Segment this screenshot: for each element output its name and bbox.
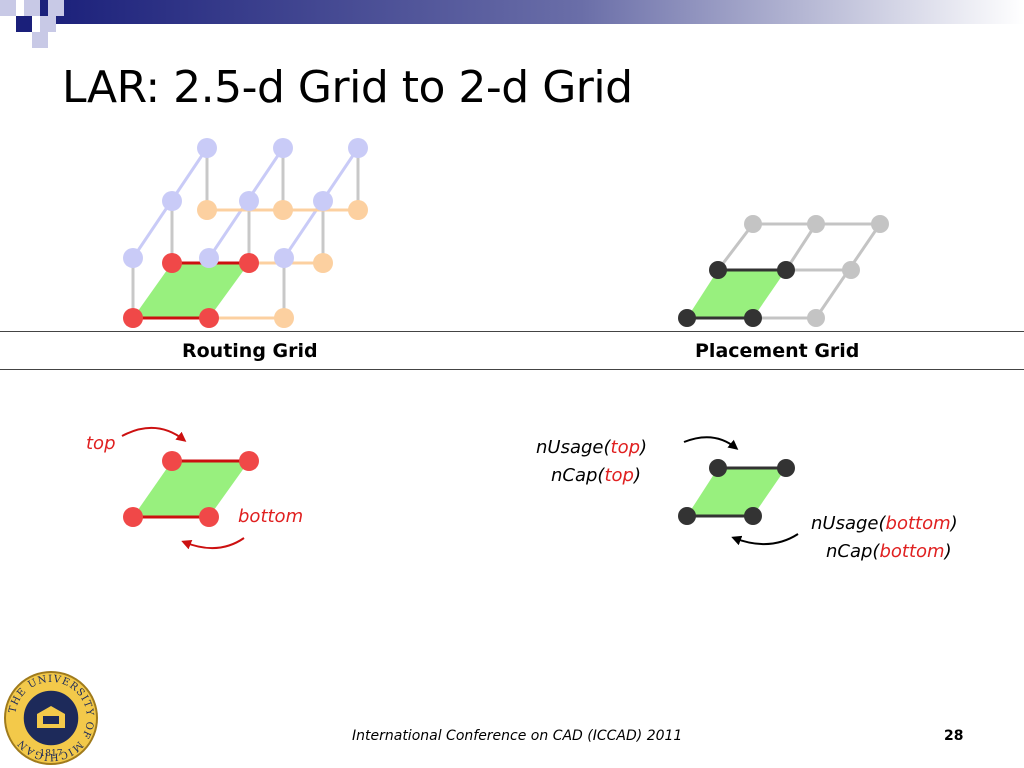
top-gradient-bar [0, 0, 1024, 48]
bottom-cap-arg: bottom [879, 541, 945, 562]
bottom-cap-label: nCap(bottom) [826, 541, 952, 562]
footer-conference: International Conference on CAD (ICCAD) … [352, 728, 683, 744]
routing-bottom-label: bottom [238, 506, 304, 527]
bottom-usage-label: nUsage(bottom) [811, 513, 958, 534]
bottom-usage-prefix: nUsage( [811, 513, 886, 534]
page-number: 28 [944, 728, 964, 744]
top-usage-suffix: ) [640, 437, 648, 458]
university-seal-logo: THE UNIVERSITY OF MICHIGAN 1817 [4, 671, 98, 765]
top-arrow [121, 426, 187, 442]
top-cap-suffix: ) [633, 465, 641, 486]
bottom-usage-arg: bottom [885, 513, 951, 534]
caption-bottom-rule [0, 369, 1024, 370]
placement-grid-caption: Placement Grid [695, 340, 860, 362]
routing-top-label: top [86, 433, 116, 454]
bottom-arrow [181, 537, 245, 550]
placement-green-tile [687, 270, 786, 318]
bottom-cap-prefix: nCap( [826, 541, 880, 562]
top-usage-prefix: nUsage( [536, 437, 611, 458]
bottom-usage-suffix: ) [950, 513, 958, 534]
bottom-usage-arrow [731, 533, 799, 546]
top-usage-arrow [683, 436, 739, 450]
top-usage-arg: top [610, 437, 641, 458]
caption-top-rule [0, 331, 1024, 332]
top-cap-label: nCap(top) [551, 465, 641, 486]
top-cap-prefix: nCap( [551, 465, 605, 486]
routing-tile-diagram [121, 426, 259, 550]
routing-green-tile [133, 263, 249, 318]
routing-grid-caption: Routing Grid [182, 340, 318, 362]
top-usage-label: nUsage(top) [536, 437, 647, 458]
svg-text:1817: 1817 [40, 749, 63, 759]
bottom-cap-suffix: ) [944, 541, 952, 562]
placement-tile-diagram [678, 436, 799, 546]
routing-grid-diagram [123, 138, 368, 328]
slide-title: LAR: 2.5-d Grid to 2-d Grid [62, 62, 633, 113]
top-cap-arg: top [604, 465, 634, 486]
placement-grid-diagram [678, 215, 889, 327]
